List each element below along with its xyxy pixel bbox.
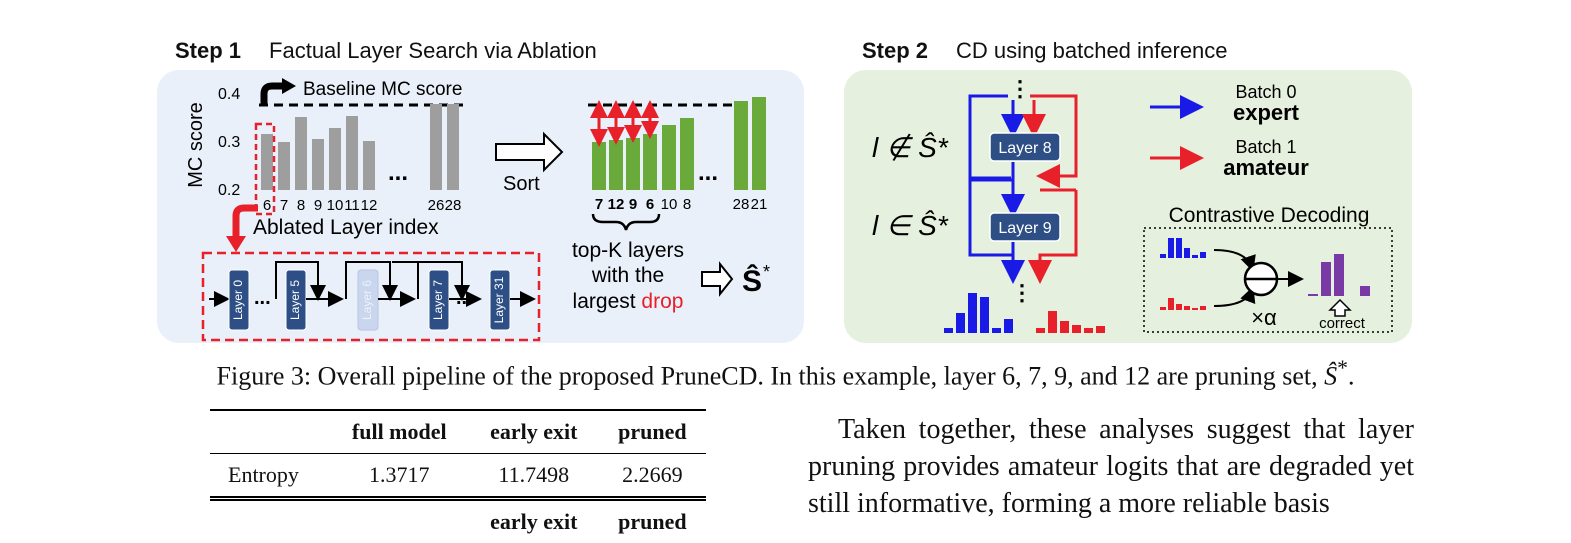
cd-in-arrow-bottom bbox=[1214, 290, 1252, 306]
logit-bar bbox=[1308, 294, 1318, 296]
correct-label: correct bbox=[1319, 315, 1366, 332]
logit-bar bbox=[980, 297, 989, 333]
logit-bar bbox=[992, 328, 1001, 333]
expert-logits bbox=[944, 293, 1013, 333]
table-header bbox=[210, 410, 330, 454]
table-header: early exit bbox=[469, 410, 599, 454]
logit-bar bbox=[1096, 326, 1105, 333]
figure-caption: Figure 3: Overall pipeline of the propos… bbox=[0, 356, 1571, 392]
logit-bar bbox=[1084, 328, 1093, 333]
paragraph-text: Taken together, these analyses suggest t… bbox=[808, 411, 1414, 522]
logit-bar bbox=[1060, 321, 1069, 333]
logit-bar bbox=[1192, 255, 1198, 258]
entropy-table: full model early exit pruned Entropy 1.3… bbox=[210, 409, 706, 543]
logit-bar bbox=[1334, 254, 1344, 296]
caption-end: . bbox=[1348, 362, 1355, 391]
logit-bar bbox=[1200, 306, 1206, 310]
table-header bbox=[210, 499, 330, 543]
table-cell: 1.3717 bbox=[330, 454, 469, 499]
logit-bar bbox=[1360, 286, 1370, 296]
table-cell: 2.2669 bbox=[599, 454, 706, 499]
logit-bar bbox=[1184, 306, 1190, 310]
cond-notin: l ∉ Ŝ* bbox=[872, 132, 949, 163]
bottom-dots: ⋮ bbox=[1011, 280, 1033, 305]
batch0-label: Batch 0 bbox=[1235, 82, 1296, 102]
caption-text: Figure 3: Overall pipeline of the propos… bbox=[217, 362, 1325, 391]
cd-in-arrow-top bbox=[1214, 250, 1252, 268]
caption-symbol: Ŝ bbox=[1324, 362, 1337, 391]
body-paragraph: Taken together, these analyses suggest t… bbox=[808, 411, 1414, 522]
logit-bar bbox=[1184, 248, 1190, 258]
cd-result-bars bbox=[1308, 254, 1370, 296]
logit-bar bbox=[1160, 307, 1166, 310]
logit-bar bbox=[1176, 238, 1182, 258]
cond-in: l ∈ Ŝ* bbox=[872, 210, 949, 241]
amateur-path bbox=[1030, 96, 1076, 278]
table-header: pruned bbox=[599, 410, 706, 454]
logit-bar bbox=[1036, 328, 1045, 333]
table-header-row-2: early exit pruned bbox=[210, 499, 706, 543]
alpha-label: ×α bbox=[1251, 305, 1277, 330]
logit-bar bbox=[1160, 254, 1166, 258]
logit-bar bbox=[1200, 252, 1206, 258]
logit-bar bbox=[1072, 325, 1081, 333]
cd-amateur-bars bbox=[1160, 298, 1206, 310]
cd-title: Contrastive Decoding bbox=[1169, 204, 1370, 227]
amateur-label: amateur bbox=[1223, 155, 1309, 180]
logit-bar bbox=[1004, 319, 1013, 333]
logit-bar bbox=[1048, 311, 1057, 333]
logit-bar bbox=[1168, 238, 1174, 258]
logit-bar bbox=[1168, 298, 1174, 310]
table-row: Entropy 1.3717 11.7498 2.2669 bbox=[210, 454, 706, 499]
table-header: full model bbox=[330, 410, 469, 454]
logit-bar bbox=[1321, 262, 1331, 296]
layer-8-label: Layer 8 bbox=[998, 140, 1051, 157]
batch1-label: Batch 1 bbox=[1235, 137, 1296, 157]
logit-bar bbox=[1192, 308, 1198, 310]
expert-label: expert bbox=[1233, 100, 1300, 125]
table-header bbox=[330, 499, 469, 543]
top-dots: ⋮ bbox=[1009, 76, 1031, 101]
table-header-row: full model early exit pruned bbox=[210, 410, 706, 454]
logit-bar bbox=[944, 328, 953, 333]
expert-path bbox=[970, 96, 1013, 278]
table-cell: Entropy bbox=[210, 454, 330, 499]
table-header: pruned bbox=[599, 499, 706, 543]
cd-expert-bars bbox=[1160, 238, 1206, 258]
logit-bar bbox=[956, 313, 965, 333]
table-cell: 11.7498 bbox=[469, 454, 599, 499]
logit-bar bbox=[1176, 304, 1182, 310]
logit-bar bbox=[968, 293, 977, 333]
amateur-logits bbox=[1036, 311, 1105, 333]
caption-sup: * bbox=[1337, 356, 1348, 380]
table-header: early exit bbox=[469, 499, 599, 543]
correct-arrow-icon bbox=[1330, 300, 1350, 316]
layer-9-label: Layer 9 bbox=[998, 220, 1051, 237]
